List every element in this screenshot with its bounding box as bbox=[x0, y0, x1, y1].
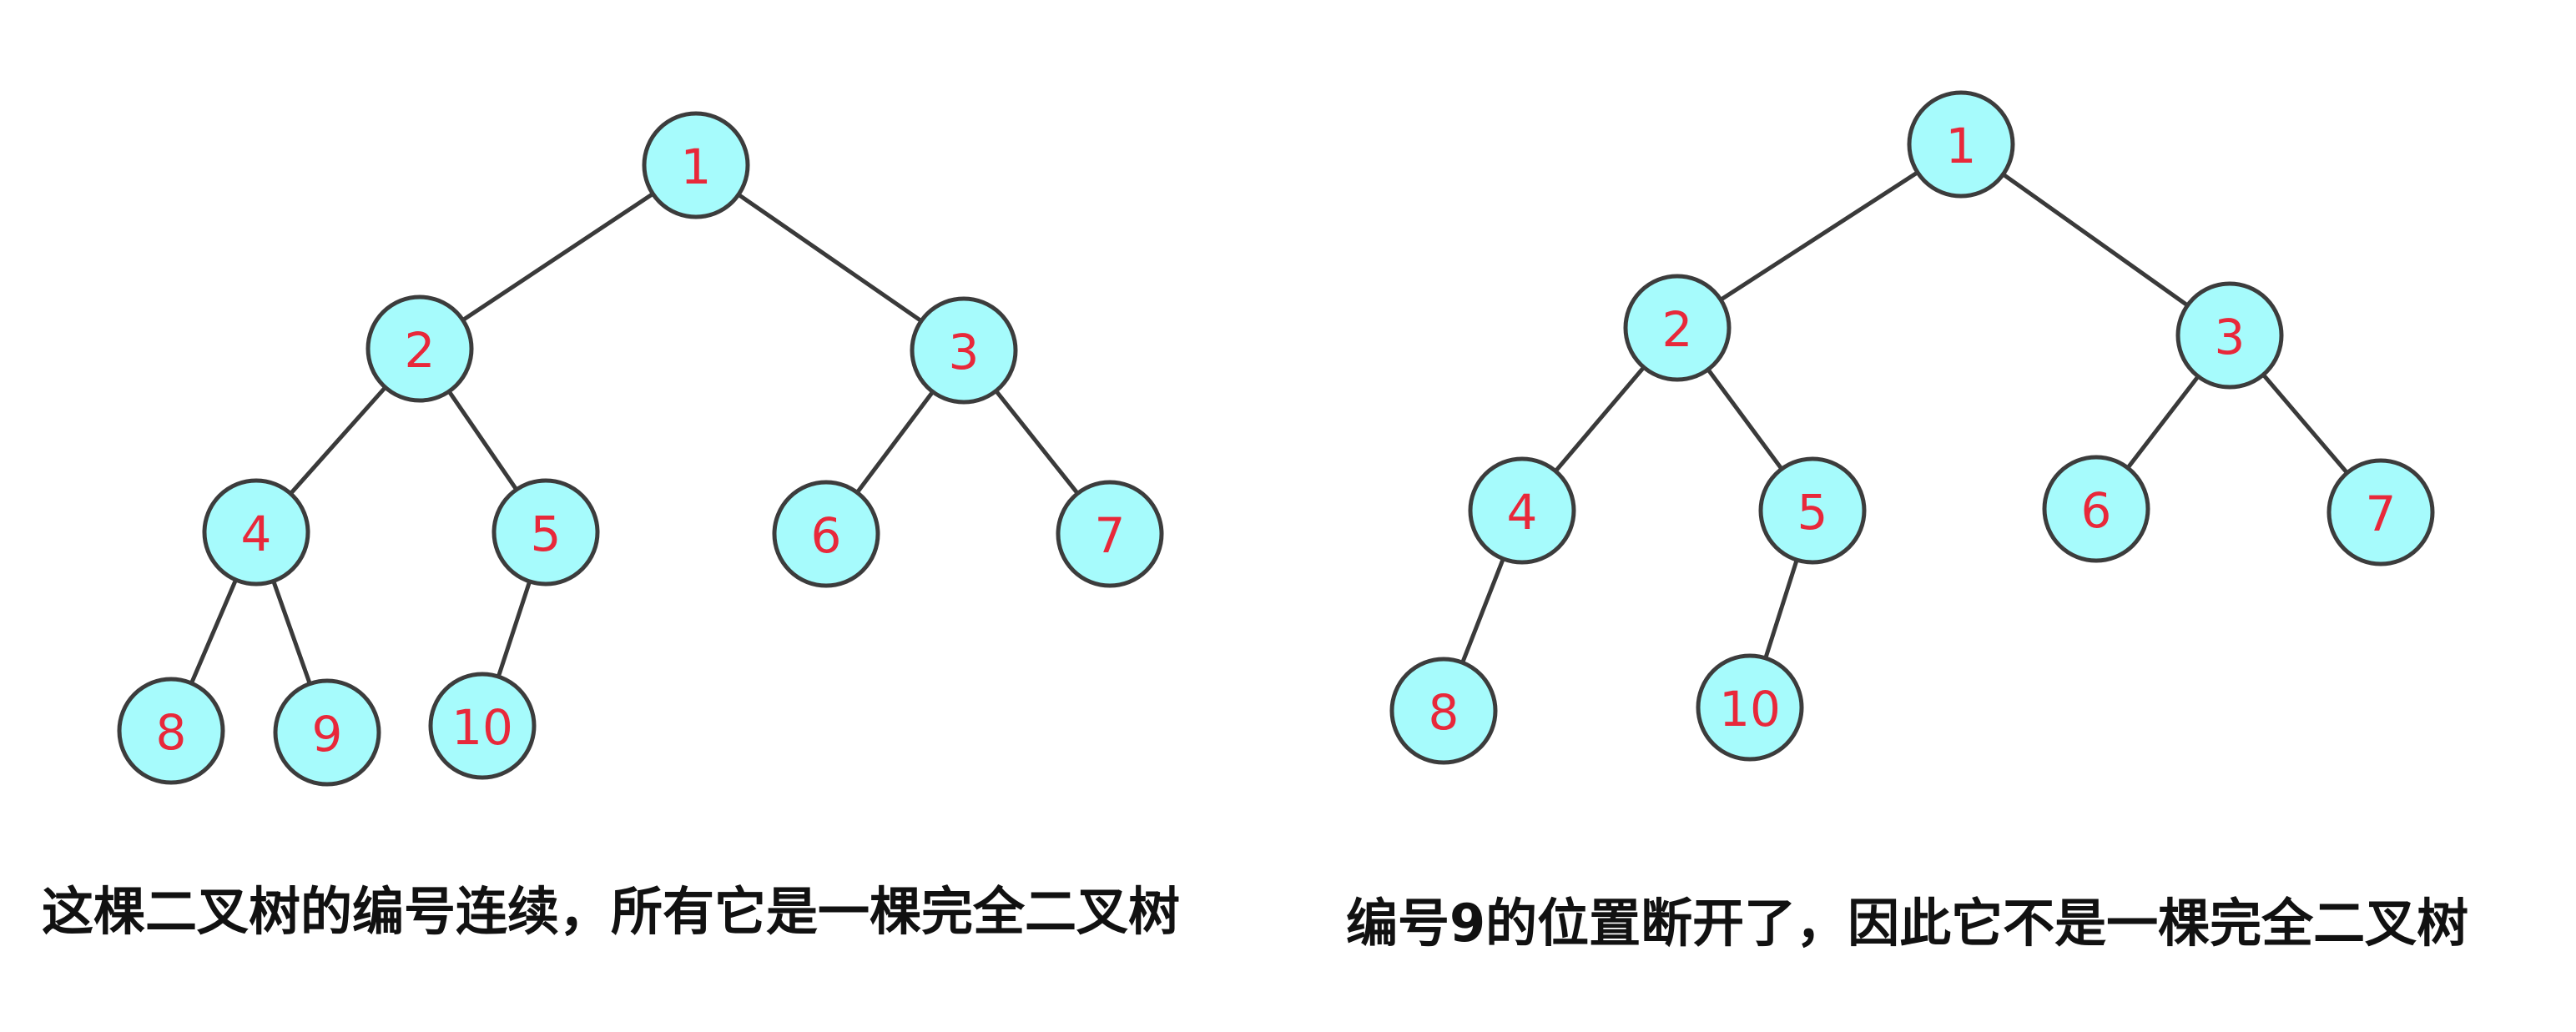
node-circle bbox=[428, 672, 537, 780]
node-circle bbox=[1907, 90, 2015, 199]
tree-node-6: 6 bbox=[772, 480, 880, 588]
node-circle bbox=[1389, 657, 1498, 765]
caption-complete-tree: 这棵二叉树的编号连续，所有它是一棵完全二叉树 bbox=[42, 881, 1181, 942]
node-circle bbox=[202, 478, 310, 586]
node-label: 8 bbox=[1429, 684, 1459, 741]
node-label: 3 bbox=[949, 324, 980, 380]
complete-binary-tree: 1 2 3 4 5 6 7 8 9 10 bbox=[117, 111, 1164, 787]
node-label: 10 bbox=[451, 699, 513, 756]
tree-node-4: 4 bbox=[1468, 456, 1576, 565]
tree-node-8: 8 bbox=[1389, 657, 1498, 765]
tree-node-3: 3 bbox=[2175, 281, 2284, 390]
tree-node-2: 2 bbox=[1623, 274, 1732, 382]
node-circle bbox=[2326, 458, 2435, 566]
node-label: 2 bbox=[405, 322, 436, 379]
node-circle bbox=[273, 678, 381, 787]
node-circle bbox=[1696, 653, 1804, 762]
node-label: 6 bbox=[811, 507, 842, 564]
tree-node-10: 10 bbox=[428, 672, 537, 780]
node-circle bbox=[642, 111, 750, 219]
tree-node-3: 3 bbox=[910, 296, 1018, 405]
node-circle bbox=[1468, 456, 1576, 565]
node-label: 3 bbox=[2215, 309, 2246, 365]
node-label: 1 bbox=[681, 138, 712, 195]
node-label: 5 bbox=[531, 506, 562, 562]
node-circle bbox=[772, 480, 880, 588]
node-label: 7 bbox=[1095, 507, 1126, 564]
tree-node-4: 4 bbox=[202, 478, 310, 586]
node-circle bbox=[492, 478, 600, 586]
incomplete-binary-tree: 1 2 3 4 5 6 7 8 10 bbox=[1389, 90, 2435, 765]
node-label: 6 bbox=[2081, 482, 2112, 539]
node-circle bbox=[2175, 281, 2284, 390]
node-circle bbox=[1758, 456, 1867, 565]
tree-node-5: 5 bbox=[1758, 456, 1867, 565]
tree-node-9: 9 bbox=[273, 678, 381, 787]
edge-1-2 bbox=[417, 163, 698, 351]
node-label: 4 bbox=[241, 506, 272, 562]
tree-node-7: 7 bbox=[1056, 480, 1164, 588]
tree-node-7: 7 bbox=[2326, 458, 2435, 566]
tree-node-8: 8 bbox=[117, 677, 225, 785]
tree-node-5: 5 bbox=[492, 478, 600, 586]
node-circle bbox=[365, 294, 474, 403]
node-circle bbox=[910, 296, 1018, 405]
edge-1-3 bbox=[693, 163, 966, 353]
node-label: 2 bbox=[1662, 301, 1693, 358]
node-circle bbox=[1056, 480, 1164, 588]
edge-1-2 bbox=[1675, 142, 1964, 330]
tree-node-10: 10 bbox=[1696, 653, 1804, 762]
caption-incomplete-tree: 编号9的位置断开了，因此它不是一棵完全二叉树 bbox=[1346, 893, 2469, 954]
tree-node-2: 2 bbox=[365, 294, 474, 403]
node-circle bbox=[2042, 455, 2150, 563]
tree-node-1: 1 bbox=[642, 111, 750, 219]
node-label: 4 bbox=[1507, 484, 1538, 541]
edge-1-3 bbox=[1958, 142, 2232, 338]
node-label: 10 bbox=[1719, 681, 1781, 738]
node-circle bbox=[117, 677, 225, 785]
node-label: 5 bbox=[1797, 484, 1828, 541]
node-label: 7 bbox=[2366, 486, 2397, 542]
node-label: 1 bbox=[1946, 118, 1977, 174]
tree-node-1: 1 bbox=[1907, 90, 2015, 199]
node-label: 8 bbox=[156, 704, 187, 761]
node-label: 9 bbox=[312, 706, 343, 763]
node-circle bbox=[1623, 274, 1732, 382]
tree-node-6: 6 bbox=[2042, 455, 2150, 563]
